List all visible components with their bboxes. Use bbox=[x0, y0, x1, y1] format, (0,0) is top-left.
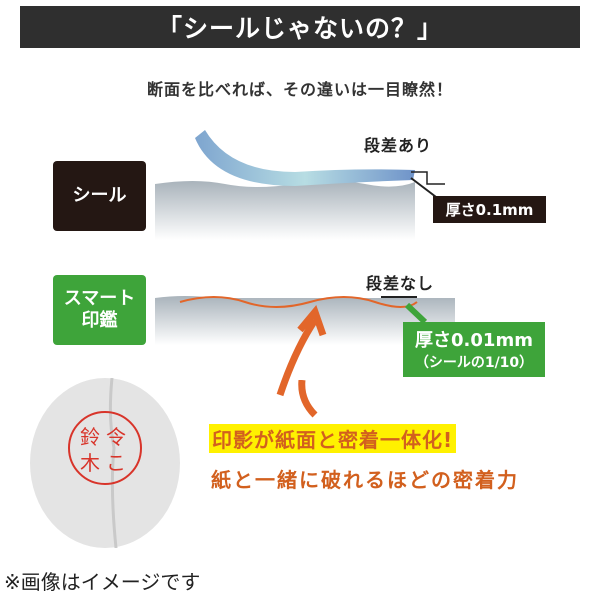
smart-thickness-text: 厚さ0.01mm bbox=[415, 330, 533, 351]
seal-step-label: 段差あり bbox=[364, 136, 433, 155]
smart-label-line2: 印鑑 bbox=[81, 310, 118, 331]
seal-thickness-text: 厚さ0.1mm bbox=[445, 201, 534, 219]
svg-text:木: 木 bbox=[80, 451, 100, 475]
smart-seal-label: スマート 印鑑 bbox=[53, 275, 146, 345]
seal-label-text: シール bbox=[72, 185, 127, 207]
seal-thickness-tag: 厚さ0.1mm bbox=[433, 196, 546, 223]
arrow-curve bbox=[298, 380, 318, 418]
stamp-impression-icon: 鈴 令 木 こ bbox=[68, 377, 142, 549]
svg-text:令: 令 bbox=[106, 425, 126, 449]
stamp-photo: 鈴 令 木 こ bbox=[30, 377, 180, 549]
svg-text:こ: こ bbox=[106, 451, 126, 475]
tagline: 紙と一緒に破れるほどの密着力 bbox=[211, 468, 519, 492]
smart-thickness-sub: （シールの1/10） bbox=[414, 355, 534, 371]
smart-label-line1: スマート bbox=[63, 288, 136, 310]
smart-thickness-tag: 厚さ0.01mm （シールの1/10） bbox=[403, 322, 545, 377]
smart-cross-section bbox=[155, 296, 455, 397]
smart-step-label: 段差なし bbox=[366, 274, 435, 293]
image-note: ※画像はイメージです bbox=[4, 570, 201, 594]
subtitle: 断面を比べれば、その違いは一目瞭然！ bbox=[146, 80, 453, 99]
highlight-text: 印影が紙面と密着一体化! bbox=[209, 424, 457, 453]
seal-label: シール bbox=[53, 161, 146, 231]
title-text: 「シールじゃないの？」 bbox=[156, 14, 443, 43]
title-banner: 「シールじゃないの？」 bbox=[20, 6, 580, 48]
svg-text:鈴: 鈴 bbox=[80, 425, 100, 449]
